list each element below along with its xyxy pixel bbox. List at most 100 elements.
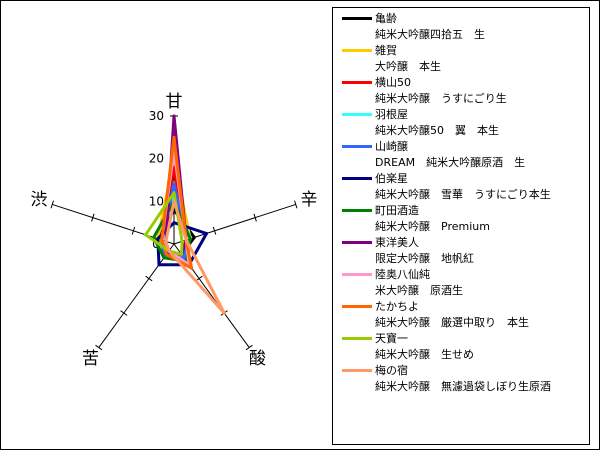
axis-label: 甘	[166, 92, 183, 112]
legend-entry: 東洋美人限定大吟醸 地帆紅	[333, 234, 589, 266]
axis-tick	[91, 213, 95, 222]
legend-label: 陸奥八仙純	[375, 268, 430, 281]
data-point	[167, 249, 171, 253]
data-point	[172, 221, 176, 225]
data-point	[156, 237, 160, 241]
legend-name-row: 亀齢	[333, 10, 589, 26]
legend-swatch	[342, 144, 372, 148]
legend-swatch	[342, 80, 372, 84]
legend-detail: 大吟醸 本生	[375, 60, 441, 73]
legend-entry: たかちよ純米大吟醸 厳選中取り 本生	[333, 298, 589, 330]
axis-tick	[95, 344, 103, 351]
legend-detail: 純米大吟醸 Premium	[375, 220, 490, 233]
legend-swatch	[342, 176, 372, 180]
legend-swatch	[342, 112, 372, 116]
legend-swatch	[342, 336, 372, 340]
data-point	[172, 135, 176, 139]
legend-name-row: 天寶一	[333, 330, 589, 346]
legend-detail: 純米大吟醸 うすにごり生	[375, 92, 507, 105]
data-point	[157, 263, 161, 267]
data-point	[205, 232, 208, 235]
legend-name-row: 梅の宿	[333, 362, 589, 378]
axis-label: 渋	[30, 190, 47, 210]
legend-name-row: 伯楽星	[333, 170, 589, 186]
series-line-11	[164, 199, 226, 315]
data-point	[180, 239, 184, 243]
legend-label: 梅の宿	[375, 364, 408, 377]
legend-detail: 限定大吟醸 地帆紅	[375, 252, 474, 265]
data-point	[188, 237, 192, 241]
legend-label: 町田酒造	[375, 204, 419, 217]
legend-label: 亀齢	[375, 12, 397, 25]
legend-detail: DREAM 純米大吟醸原酒 生	[375, 156, 526, 169]
data-point	[164, 239, 168, 243]
legend-name-row: 陸奥八仙純	[333, 266, 589, 282]
legend-name-row: 羽根屋	[333, 106, 589, 122]
axis-label: 酸	[249, 349, 266, 369]
series-line-5	[156, 221, 208, 267]
data-point	[184, 238, 188, 242]
data-point	[182, 256, 186, 260]
legend-entry: 陸奥八仙純米大吟醸 原酒生	[333, 266, 589, 298]
legend-entry: 横山50 純米大吟醸 うすにごり生	[333, 74, 589, 106]
legend-swatch	[342, 272, 372, 276]
legend-swatch	[342, 368, 372, 372]
legend-entry: 山崎醸 DREAM 純米大吟醸原酒 生	[333, 138, 589, 170]
legend-name-row: 雑賀	[333, 42, 589, 58]
axis-tick	[145, 275, 153, 282]
axis-label: 苦	[82, 349, 99, 369]
axis-tick	[294, 200, 298, 209]
data-point	[162, 256, 166, 260]
tick-label: 10	[149, 194, 164, 208]
axis-tick	[253, 213, 257, 222]
legend-swatch	[342, 304, 372, 308]
data-point	[172, 114, 176, 118]
legend-name-row: 町田酒造	[333, 202, 589, 218]
data-point	[190, 266, 194, 270]
legend-entry: 亀齢純米大吟醸四拾五 生	[333, 10, 589, 42]
tick-label: 20	[149, 152, 164, 166]
data-point	[165, 252, 168, 256]
axis-tick	[212, 226, 217, 235]
legend-entry: 梅の宿純米大吟醸 無濾過袋しぼり生原酒	[333, 362, 589, 394]
data-point	[160, 238, 164, 242]
legend-entry: 天寶一純米大吟醸 生せめ	[333, 330, 589, 362]
legend-detail: 純米大吟醸 雪華 うすにごり本生	[375, 188, 551, 201]
legend-entry: 雑賀大吟醸 本生	[333, 42, 589, 74]
legend-name-row: 横山50	[333, 74, 589, 90]
axis-tick	[131, 226, 136, 235]
axis-tick	[120, 310, 128, 316]
legend-name-row: 東洋美人	[333, 234, 589, 250]
legend-detail: 純米大吟醸50 翼 本生	[375, 124, 499, 137]
legend-name-row: たかちよ	[333, 298, 589, 314]
legend-name-row: 山崎醸	[333, 138, 589, 154]
legend-label: 東洋美人	[375, 236, 419, 249]
legend-detail: 純米大吟醸 無濾過袋しぼり生原酒	[375, 380, 551, 393]
data-point	[180, 252, 183, 256]
axis-label: 辛	[301, 190, 318, 210]
legend-detail: 米大吟醸 原酒生	[375, 284, 463, 297]
series-line-10	[144, 191, 184, 256]
legend-swatch	[342, 16, 372, 20]
legend-label: 山崎醸	[375, 140, 408, 153]
legend-detail: 純米大吟醸 厳選中取り 本生	[375, 316, 529, 329]
data-point	[172, 182, 176, 186]
data-point	[192, 235, 196, 239]
legend-entry: 伯楽星純米大吟醸 雪華 うすにごり本生	[333, 170, 589, 202]
legend-label: 羽根屋	[375, 108, 408, 121]
legend-label: 天寶一	[375, 332, 408, 345]
axis-line	[98, 243, 175, 348]
axis-tick	[245, 344, 253, 351]
legend-label: 伯楽星	[375, 172, 408, 185]
legend-label: 雑賀	[375, 44, 397, 57]
legend-detail: 純米大吟醸 生せめ	[375, 348, 474, 361]
legend-label: 横山50	[375, 76, 411, 89]
legend-swatch	[342, 48, 372, 52]
legend-swatch	[342, 208, 372, 212]
data-point	[172, 191, 176, 195]
data-point	[172, 199, 176, 203]
legend-entry: 羽根屋純米大吟醸50 翼 本生	[333, 106, 589, 138]
legend-detail: 純米大吟醸四拾五 生	[375, 28, 485, 41]
